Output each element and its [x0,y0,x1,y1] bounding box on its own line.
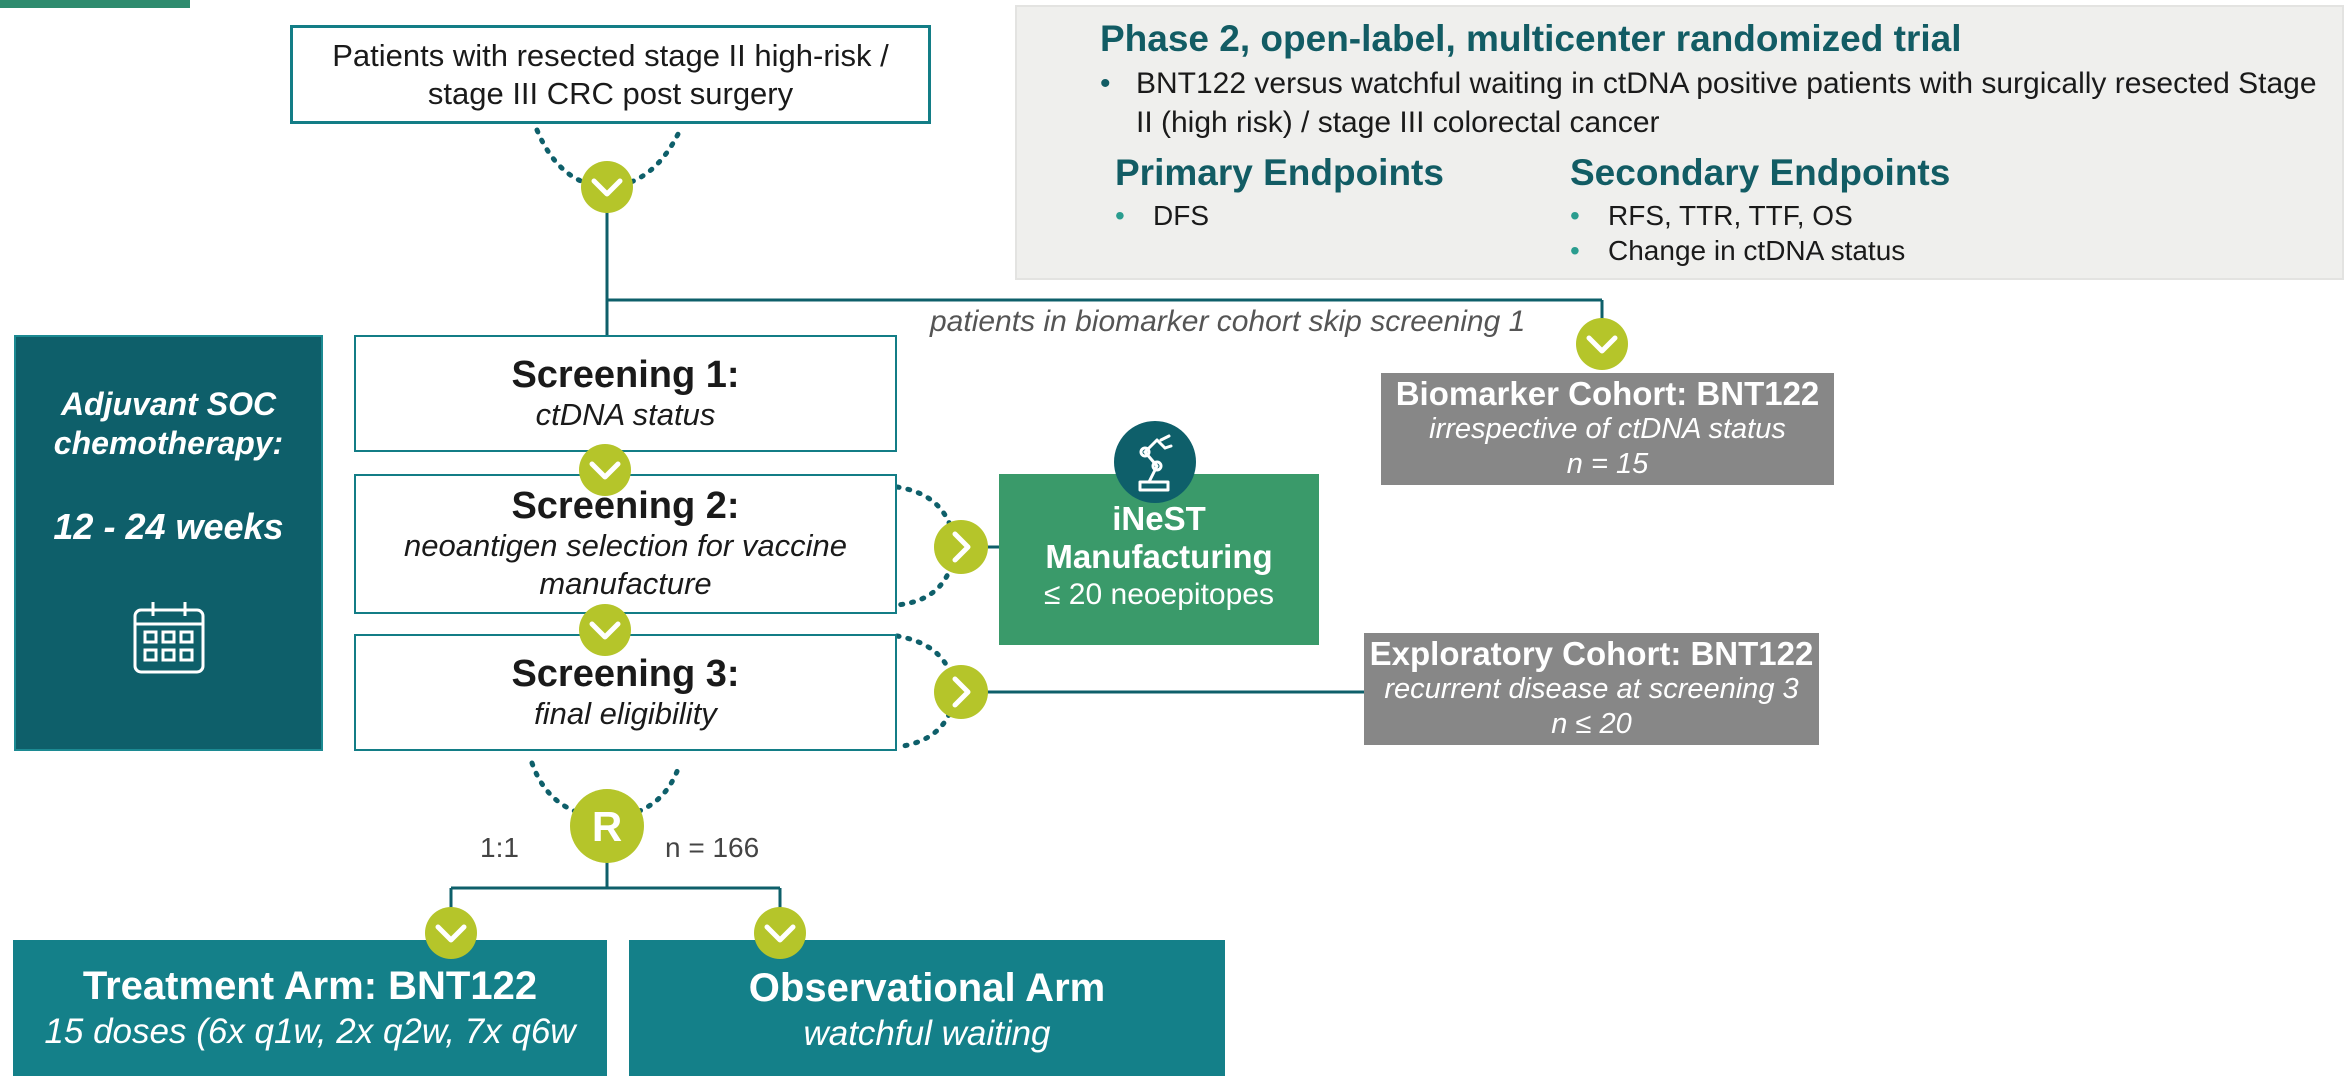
trial-description-text: BNT122 versus watchful waiting in ctDNA … [1136,67,2317,139]
dotted-arc-top [534,127,683,190]
inest-title: iNeST Manufacturing [1045,500,1273,575]
calendar-icon [133,602,205,674]
chevron-down-icon [1576,318,1628,370]
exploratory-cohort-box: Exploratory Cohort: BNT122 recurrent dis… [1364,633,1819,745]
observational-arm-subtitle: watchful waiting [803,1014,1051,1053]
patients-line-2: stage III CRC post surgery [427,75,794,111]
trial-info-panel [1015,5,2344,280]
screening-2-subtitle-2: manufacture [539,566,712,601]
screening-2-subtitle-1: neoantigen selection for vaccine [404,528,847,563]
chevron-down-icon [425,907,477,959]
list-item: •DFS [1115,200,1209,231]
trial-description: • BNT122 versus watchful waiting in ctDN… [1100,64,2325,142]
adjuvant-label: Adjuvant SOC chemotherapy: [53,386,284,461]
secondary-endpoints-heading: Secondary Endpoints [1570,152,1951,193]
primary-endpoints-heading: Primary Endpoints [1115,152,1444,193]
biomarker-cohort-subtitle: irrespective of ctDNA status [1429,413,1786,445]
screening-2-box: Screening 2: neoantigen selection for va… [354,474,897,614]
screening-1-box: Screening 1: ctDNA status [354,335,897,452]
chevron-down-icon [579,604,631,656]
screening-2-title: Screening 2: [511,485,740,527]
screening-1-subtitle: ctDNA status [535,396,716,432]
exploratory-cohort-subtitle: recurrent disease at screening 3 [1384,673,1799,705]
observational-arm-box: Observational Arm watchful waiting [629,940,1225,1076]
chevron-right-icon [934,665,988,719]
biomarker-cohort-n: n = 15 [1566,448,1649,480]
primary-endpoints-list: •DFS [1115,198,1209,233]
skip-note: patients in biomarker cohort skip screen… [930,305,1526,338]
randomization-symbol: R [592,803,622,850]
treatment-arm-title: Treatment Arm: BNT122 [82,964,538,1008]
observational-arm-title: Observational Arm [748,966,1106,1010]
chevron-down-icon [581,161,633,213]
biomarker-cohort-box: Biomarker Cohort: BNT122 irrespective of… [1381,373,1834,485]
bullet: • [1100,67,1111,100]
patients-line-1: Patients with resected stage II high-ris… [332,37,889,73]
adjuvant-chemotherapy-panel [14,335,323,751]
chevron-down-icon [754,907,806,959]
adjuvant-duration: 12 - 24 weeks [53,506,284,547]
list-item: •RFS, TTR, TTF, OS [1570,200,1853,231]
chevron-right-icon [934,520,988,574]
trial-title: Phase 2, open-label, multicenter randomi… [1100,18,1962,59]
screening-3-subtitle: final eligibility [534,695,717,731]
screening-3-title: Screening 3: [511,652,740,695]
biomarker-cohort-title: Biomarker Cohort: BNT122 [1395,375,1820,412]
randomization-n: n = 166 [665,832,760,863]
chevron-down-icon [579,444,631,496]
randomization-ratio: 1:1 [480,832,519,863]
inest-detail: ≤ 20 neoepitopes [1044,578,1274,611]
patients-box: Patients with resected stage II high-ris… [290,25,931,124]
screening-1-title: Screening 1: [511,353,740,396]
randomization-badge: R [570,789,644,863]
list-item: •Change in ctDNA status [1570,235,1906,266]
corner-accent-bar [0,0,190,8]
exploratory-cohort-title: Exploratory Cohort: BNT122 [1369,635,1814,672]
treatment-arm-subtitle: 15 doses (6x q1w, 2x q2w, 7x q6w [44,1012,576,1051]
robot-arm-icon [1114,421,1196,503]
treatment-arm-box: Treatment Arm: BNT122 15 doses (6x q1w, … [13,940,607,1076]
exploratory-cohort-n: n ≤ 20 [1551,708,1632,740]
secondary-endpoints-list: •RFS, TTR, TTF, OS •Change in ctDNA stat… [1570,198,1905,268]
